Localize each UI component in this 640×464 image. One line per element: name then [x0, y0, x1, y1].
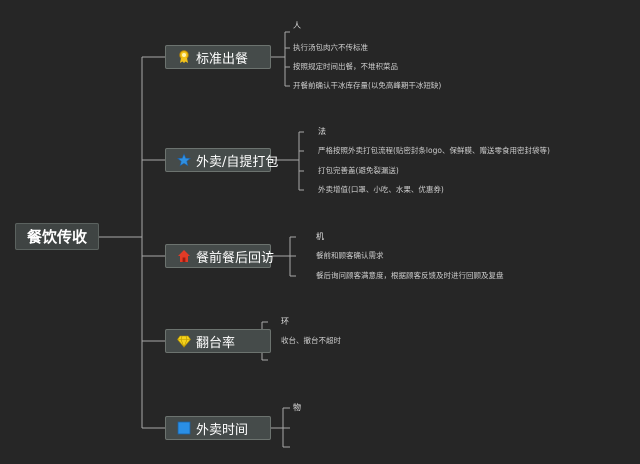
house-icon	[177, 249, 191, 263]
award-ribbon-icon	[177, 50, 191, 64]
branch-takeout-packing[interactable]: 外卖/自提打包	[165, 148, 278, 172]
leaf-category: 环	[281, 317, 289, 326]
diamond-icon	[177, 334, 191, 348]
branch-label: 翻台率	[196, 335, 236, 351]
branch-follow-up-visits[interactable]: 餐前餐后回访	[165, 244, 275, 268]
leaf-category: 物	[293, 403, 301, 412]
root-label: 餐饮传收	[26, 228, 87, 246]
square-icon	[177, 421, 191, 435]
leaf-category: 机	[316, 232, 324, 241]
leaf-item: 餐前和顾客确认需求	[316, 251, 384, 260]
branch-label: 外卖/自提打包	[196, 154, 279, 170]
branch-standard-serving[interactable]: 标准出餐	[165, 45, 271, 69]
branch-takeout-time[interactable]: 外卖时间	[165, 416, 271, 440]
star-icon	[177, 153, 191, 167]
leaf-item: 严格按照外卖打包流程(贴密封条logo、保鲜膜、赠送零食用密封袋等)	[318, 146, 550, 155]
leaf-category: 人	[293, 21, 301, 30]
branch-label: 标准出餐	[196, 51, 249, 67]
root-node[interactable]: 餐饮传收	[15, 223, 99, 250]
leaf-item: 打包完善盖(避免裂漏送)	[318, 166, 399, 175]
branch-label: 外卖时间	[196, 422, 249, 438]
leaf-item: 收台、撤台不超时	[281, 336, 341, 345]
leaf-category: 法	[318, 127, 326, 136]
branch-table-turnover[interactable]: 翻台率	[165, 329, 271, 353]
leaf-item: 开餐前确认干冰库存量(以免高峰期干冰短缺)	[293, 81, 442, 90]
leaf-item: 按照规定时间出餐，不堆积菜品	[293, 62, 398, 71]
leaf-item: 执行汤包肉六不传标准	[293, 43, 368, 52]
branch-label: 餐前餐后回访	[196, 250, 275, 266]
leaf-item: 餐后询问顾客满意度，根据顾客反馈及时进行回顾及复盘	[316, 271, 504, 280]
leaf-item: 外卖增值(口罩、小吃、水果、优惠券)	[318, 185, 444, 194]
